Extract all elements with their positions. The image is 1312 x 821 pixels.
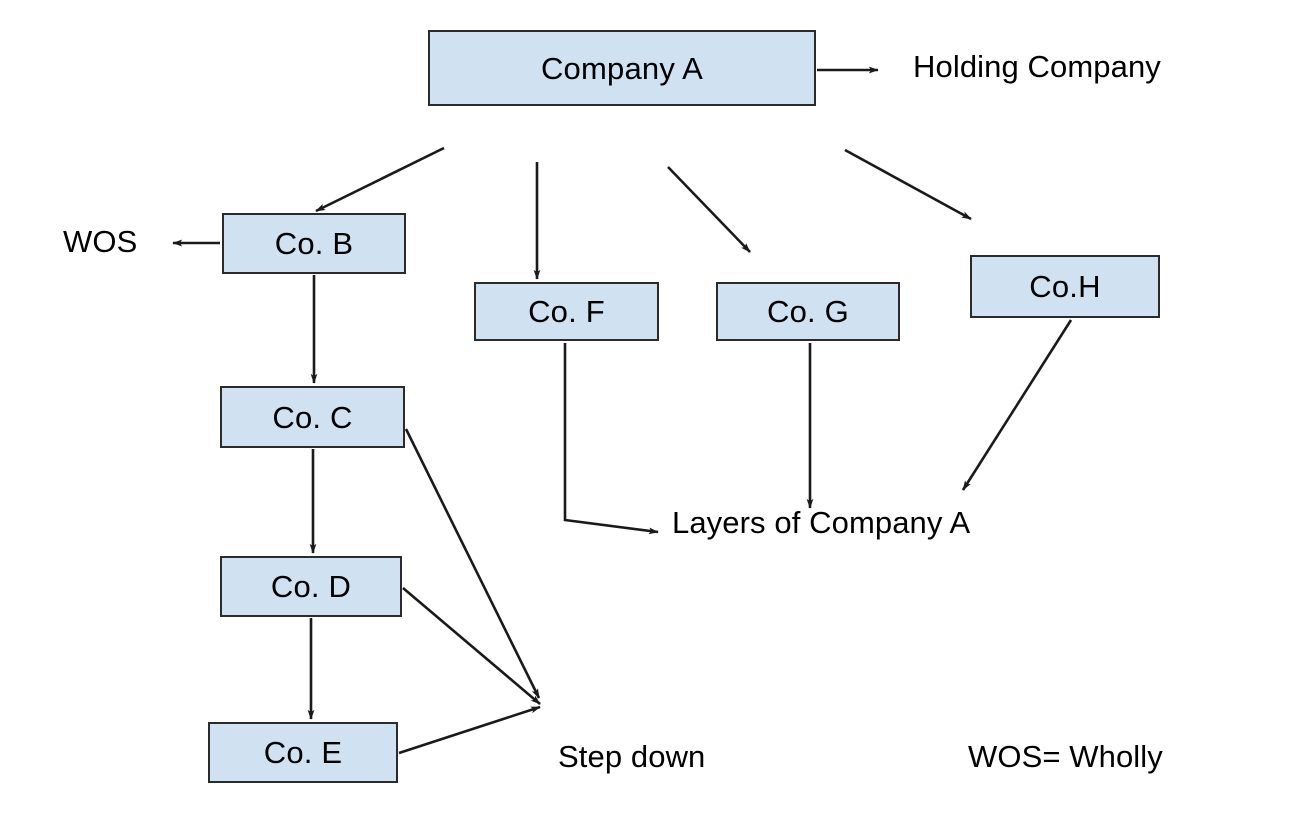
node-co-d-label: Co. D: [270, 569, 352, 604]
edge-company-a-to-co-h: [844, 148, 972, 221]
annotation-layers-of-company-a: Layers of Company A: [672, 505, 971, 540]
node-co-c-label: Co. C: [272, 399, 353, 435]
edge-co-h-to-step-down: [961, 319, 1073, 491]
annotation-wos: WOS: [63, 224, 138, 259]
node-co-e[interactable]: Co. E: [208, 722, 398, 783]
node-co-b[interactable]: Co. B: [222, 213, 406, 274]
edge-co-e-to-step-down: [398, 705, 541, 755]
annotation-step-down-subsidiary: Step down subsidiary: [558, 662, 705, 821]
node-company-a[interactable]: Company A: [428, 30, 816, 106]
annotation-wos-legend-line1: WOS= Wholly: [968, 739, 1163, 774]
node-co-c[interactable]: Co. C: [220, 386, 405, 448]
node-company-a-label: Company A: [540, 50, 704, 86]
edge-company-a-to-co-b: [315, 146, 445, 213]
node-co-d[interactable]: Co. D: [220, 556, 402, 617]
node-co-f-label: Co. F: [528, 294, 605, 329]
edge-co-c-to-step-down: [404, 428, 541, 699]
annotation-holding-company: Holding Company: [913, 49, 1161, 84]
edge-co-d-to-step-down: [402, 587, 541, 705]
node-co-h-label: Co.H: [1029, 269, 1101, 304]
node-co-b-label: Co. B: [274, 226, 354, 261]
annotation-wos-legend: WOS= Wholly Owned Subsidiary: [968, 662, 1221, 821]
annotation-step-down-subsidiary-line1: Step down: [558, 739, 706, 774]
node-co-f[interactable]: Co. F: [474, 282, 659, 341]
node-co-g-label: Co. G: [767, 294, 849, 329]
node-co-e-label: Co. E: [263, 735, 343, 770]
node-co-g[interactable]: Co. G: [716, 282, 900, 341]
node-co-h[interactable]: Co.H: [970, 255, 1160, 318]
edge-company-a-to-co-g: [667, 166, 751, 253]
edge-co-f-to-layers: [563, 343, 659, 535]
